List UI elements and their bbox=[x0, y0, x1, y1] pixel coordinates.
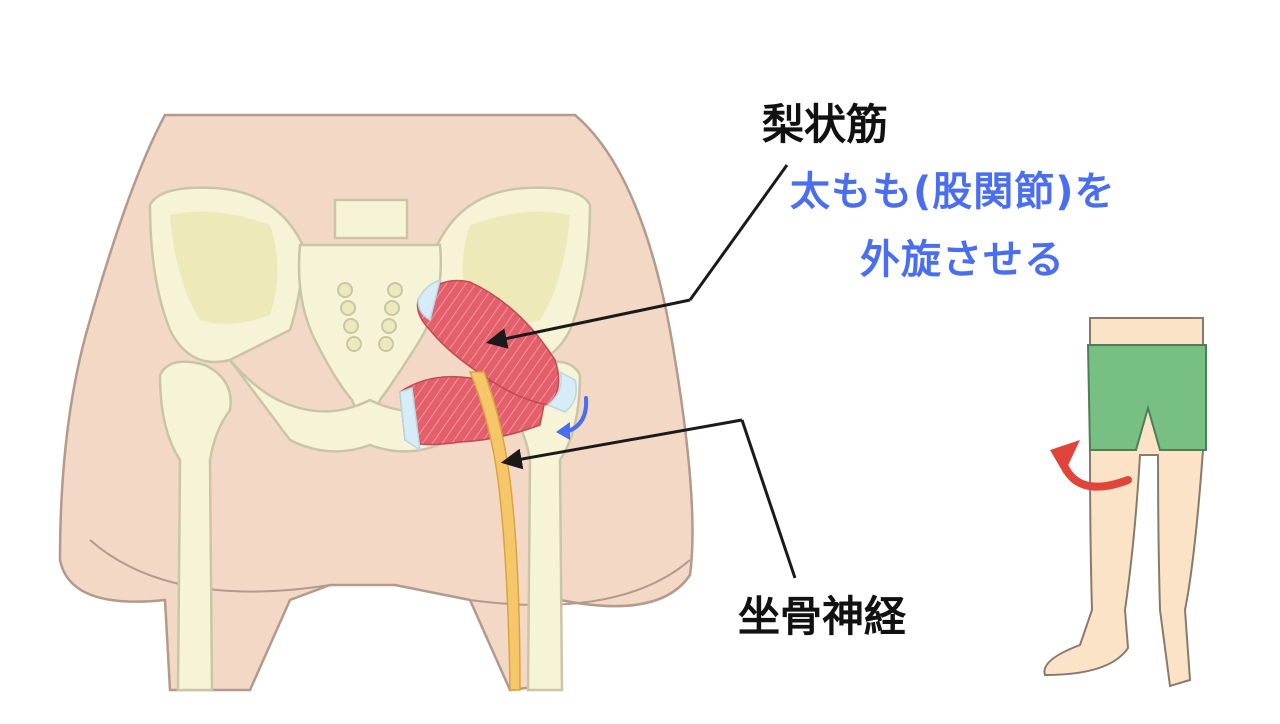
left-ilium-shadow bbox=[170, 211, 278, 324]
lumbar-vertebra bbox=[333, 198, 409, 240]
curved-arrow-icon bbox=[1050, 440, 1132, 491]
lower-rotator-muscle bbox=[399, 375, 546, 452]
piriformis-label: 梨状筋 bbox=[762, 100, 889, 149]
left-femur bbox=[158, 360, 232, 692]
function-label-line2: 外旋させる bbox=[860, 237, 1065, 283]
function-label-line1: 太もも(股関節)を bbox=[790, 169, 1116, 215]
sciatic-nerve-label: 坐骨神経 bbox=[738, 592, 907, 641]
curved-arrow-icon bbox=[556, 396, 589, 440]
leg-illustration bbox=[1043, 317, 1207, 688]
buttock-crease-right bbox=[469, 559, 691, 606]
sacral-foramina bbox=[337, 282, 403, 352]
piriformis-pointer bbox=[485, 164, 789, 349]
sciatic-nerve-pointer bbox=[500, 418, 797, 579]
shorts bbox=[1086, 344, 1207, 451]
